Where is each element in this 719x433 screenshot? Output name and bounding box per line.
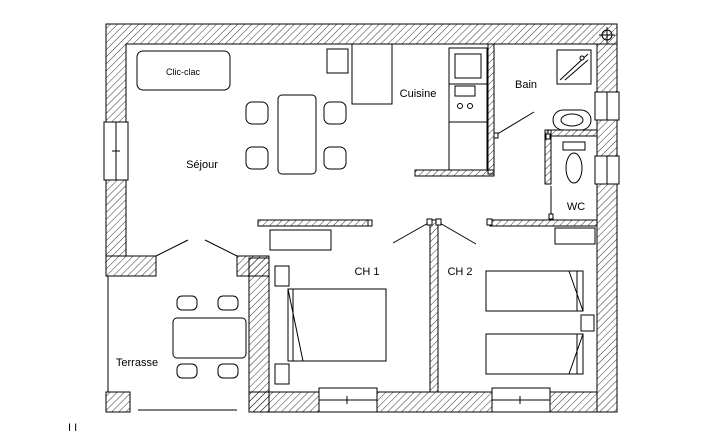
ch1-desk xyxy=(269,229,332,251)
bedroom-wall-left xyxy=(248,257,270,413)
sofa-label: Clic-clac xyxy=(166,67,201,77)
bedroom-partition-top-right xyxy=(489,219,598,227)
exterior-wall-right xyxy=(596,43,618,413)
terrasse-outline xyxy=(107,276,237,411)
room-labels: Séjour Cuisine Bain WC CH 1 CH 2 Terrass… xyxy=(116,79,585,369)
sofa: Clic-clac xyxy=(136,50,231,91)
ch2-bed-top xyxy=(485,270,584,312)
wall-corner-bottom-left xyxy=(105,391,131,413)
bedroom-partition-top-left xyxy=(257,219,371,227)
label-terrasse: Terrasse xyxy=(116,357,158,369)
label-wc: WC xyxy=(567,201,585,213)
kitchen xyxy=(326,43,488,171)
window-ch1 xyxy=(318,387,378,413)
terrasse-furniture xyxy=(172,295,247,379)
kitchen-stool xyxy=(326,48,349,74)
label-ch2: CH 2 xyxy=(447,266,472,278)
door-ch1 xyxy=(392,221,431,244)
window-wc xyxy=(594,155,620,185)
bedroom-1-furniture xyxy=(269,229,387,385)
ch2-shelf xyxy=(554,227,596,245)
toilet xyxy=(565,152,583,184)
wall-stub-left xyxy=(105,255,157,277)
interior-walls xyxy=(257,43,598,393)
label-sejour: Séjour xyxy=(186,159,218,171)
door-terrasse-left xyxy=(155,239,189,257)
window-ch2 xyxy=(491,387,551,413)
dining-chairs xyxy=(245,101,347,170)
label-cuisine: Cuisine xyxy=(400,88,437,100)
kitchen-wall-vertical xyxy=(487,43,495,175)
terrasse-table xyxy=(172,317,247,359)
wall-stub-right xyxy=(236,255,270,277)
bath-wall-horizontal xyxy=(547,129,598,137)
doors xyxy=(155,111,554,257)
dining-table xyxy=(277,94,317,175)
label-ch1: CH 1 xyxy=(354,266,379,278)
bedroom-partition-mid xyxy=(429,219,439,393)
kitchen-wall-bottom xyxy=(414,169,495,177)
door-bain xyxy=(493,111,535,137)
door-ch2 xyxy=(437,221,477,245)
bathroom xyxy=(552,49,592,131)
margin-mark: I I xyxy=(68,422,77,433)
bedroom-2-furniture xyxy=(485,227,596,375)
wc-wall-left xyxy=(544,129,552,185)
door-terrasse-right xyxy=(204,239,238,257)
corner-mark-icon xyxy=(599,27,615,43)
windows xyxy=(103,91,620,413)
kitchen-bar xyxy=(351,43,393,105)
ch2-bed-bottom xyxy=(485,333,584,375)
label-bain: Bain xyxy=(515,79,537,91)
wc xyxy=(562,141,586,184)
ch1-bed xyxy=(287,288,387,362)
window-bain xyxy=(594,91,620,121)
window-sejour xyxy=(103,121,129,181)
